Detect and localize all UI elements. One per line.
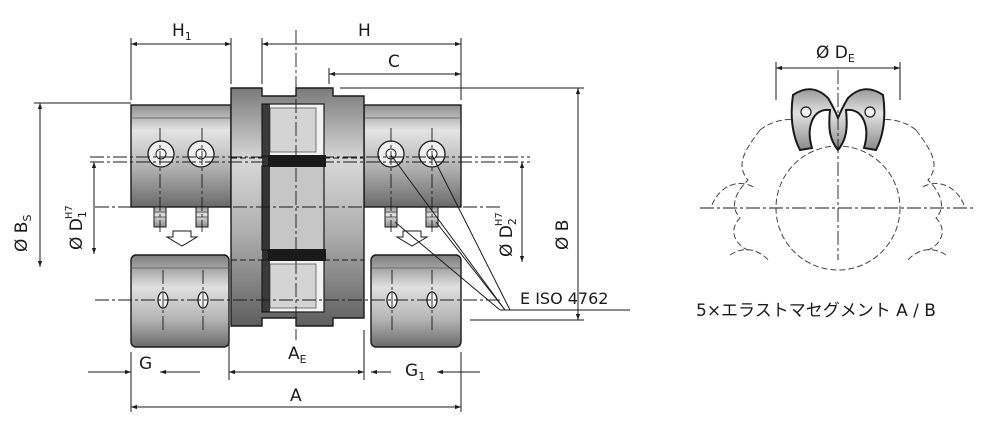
label-g: G [139,354,152,374]
label-h: H [358,21,371,41]
dimension-labels: H1 H C Ø BS Ø D1H7 Ø D2H7 Ø B E ISO 4762… [12,21,608,406]
jaw-slot-middle [261,165,325,251]
label-ae: AE [288,344,307,366]
elastomer-segment-detail: Ø DE [700,43,976,271]
label-b: Ø B [553,220,573,250]
label-g1: G1 [405,361,425,383]
elastomer-lower [268,249,326,261]
label-bs: Ø BS [12,215,34,252]
label-de: Ø DE [816,43,855,65]
left-assembly-arrow [165,230,199,247]
coupling-assembly [90,30,530,348]
label-d1: Ø D1H7 [64,205,89,250]
dimension-lines [34,38,630,412]
label-a: A [290,386,302,406]
left-hub-screw-holes [147,140,215,168]
left-clamp-ring [130,254,230,348]
left-clamp-screws [153,206,209,228]
center-lines [90,30,530,340]
label-d2: Ø D2H7 [494,212,519,257]
label-h1: H1 [172,21,192,43]
right-assembly-arrow [395,230,429,247]
clamp-ring-holes [157,291,438,309]
left-hub [130,104,232,208]
label-c: C [388,52,400,72]
segment-caption: 5×エラストマセグメント A / B [696,301,936,321]
right-clamp-ring [370,254,462,348]
elastomer-upper [268,155,326,167]
label-screw: E ISO 4762 [520,289,608,308]
right-clamp-screws [384,206,439,228]
